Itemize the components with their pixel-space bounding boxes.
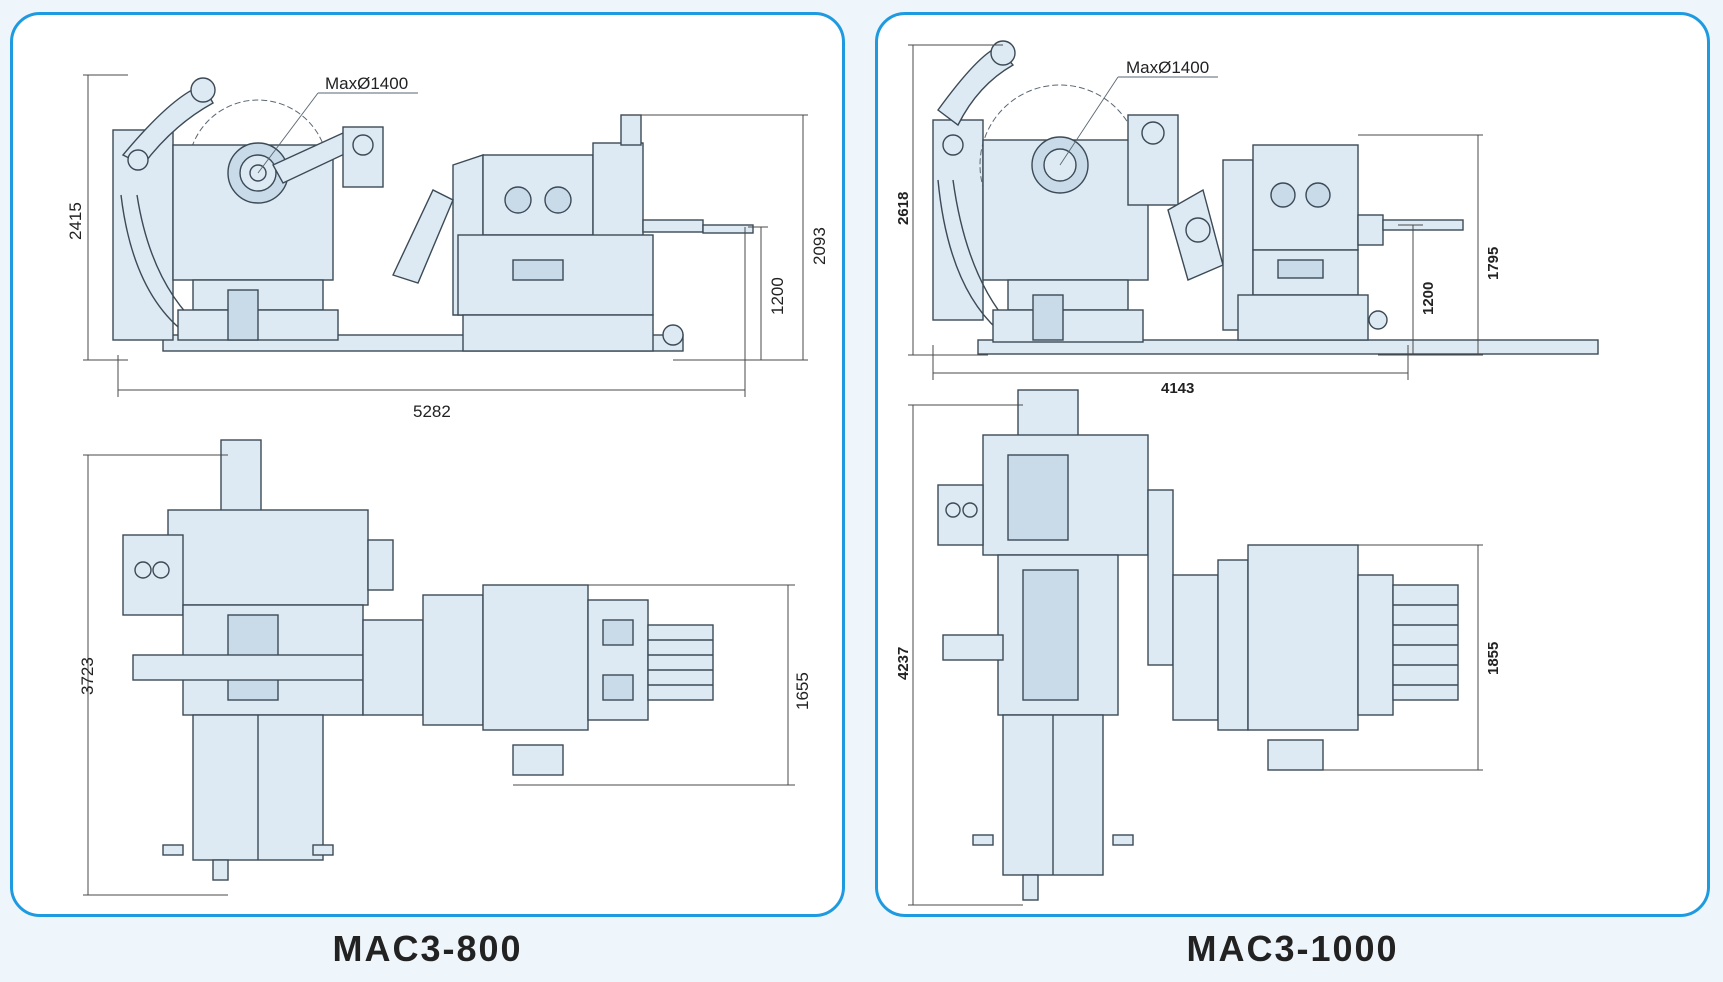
drawing-panel-mac3-800: MaxØ1400 2415 2093 1200 5282 bbox=[10, 12, 845, 917]
dim-height-right: 2093 bbox=[810, 227, 829, 265]
technical-drawing-mac3-800: MaxØ1400 2415 2093 1200 5282 bbox=[66, 74, 829, 896]
coil-diameter-label: MaxØ1400 bbox=[325, 74, 408, 93]
coil-diameter-label: MaxØ1400 bbox=[1126, 58, 1209, 77]
model-name-mac3-1000: MAC3-1000 bbox=[1186, 928, 1399, 969]
top-view-mac3-800: 3723 1655 bbox=[78, 439, 812, 896]
dim-width-right: 1655 bbox=[793, 672, 812, 710]
model-name-mac3-800: MAC3-800 bbox=[332, 928, 523, 969]
dim-width-right: 1855 bbox=[1485, 642, 1502, 675]
dim-height-left: 2415 bbox=[66, 202, 85, 240]
dim-height-right: 1795 bbox=[1485, 247, 1502, 280]
side-view-mac3-1000: MaxØ1400 2618 1795 1200 4143 bbox=[895, 40, 1599, 397]
side-view-mac3-800: MaxØ1400 2415 2093 1200 5282 bbox=[66, 74, 829, 421]
dim-length: 5282 bbox=[413, 402, 451, 421]
dim-depth-left: 4237 bbox=[895, 647, 912, 680]
drawing-panel-mac3-1000: MaxØ1400 2618 1795 1200 4143 bbox=[875, 12, 1710, 917]
dim-pass-line: 1200 bbox=[768, 277, 787, 315]
top-view-mac3-1000: 4237 1855 bbox=[895, 389, 1502, 906]
dim-pass-line: 1200 bbox=[1420, 282, 1437, 315]
dim-height-left: 2618 bbox=[895, 192, 912, 225]
dim-length: 4143 bbox=[1161, 380, 1194, 397]
dim-depth-left: 3723 bbox=[78, 657, 97, 695]
technical-drawing-mac3-1000: MaxØ1400 2618 1795 1200 4143 bbox=[895, 40, 1599, 906]
